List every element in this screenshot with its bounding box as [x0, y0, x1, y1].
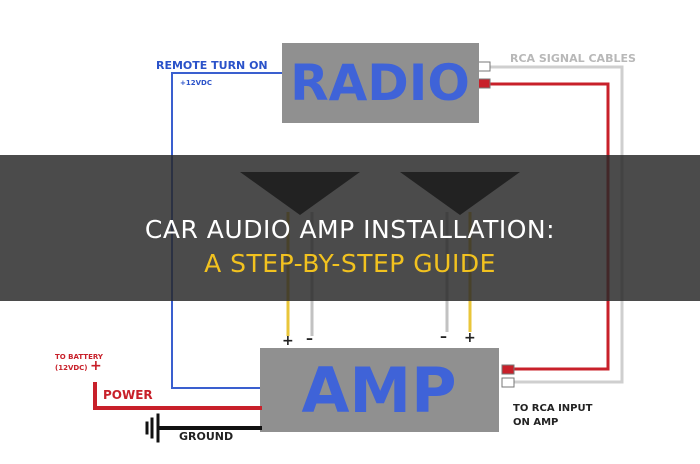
power-wire	[93, 382, 262, 410]
battery-plus-sign: +	[90, 358, 102, 374]
remote-voltage-label: +12VDC	[180, 79, 212, 87]
rca-input-white	[501, 377, 515, 388]
rca-input-label-line2: ON AMP	[513, 417, 559, 428]
rca-input-label-line1: TO RCA INPUT	[513, 403, 593, 414]
ground-label: GROUND	[179, 430, 234, 443]
remote-turn-on-label: REMOTE TURN ON	[156, 59, 268, 72]
rca-plug-red	[477, 78, 491, 89]
power-label: POWER	[103, 388, 153, 402]
amp-label: AMP	[301, 354, 456, 427]
to-battery-label: TO BATTERY	[55, 353, 103, 361]
rca-signal-cables-label: RCA SIGNAL CABLES	[510, 52, 636, 65]
speaker-right-minus-sign: –	[440, 329, 447, 345]
banner-title-line2: A STEP-BY-STEP GUIDE	[204, 249, 496, 278]
radio-label: RADIO	[290, 54, 470, 112]
speaker-right-plus-sign: +	[464, 330, 476, 346]
radio-box	[282, 43, 479, 123]
banner-title-line1: CAR AUDIO AMP INSTALLATION:	[144, 215, 556, 244]
amp-box	[260, 348, 499, 432]
battery-voltage-label: (12VDC)	[55, 364, 88, 372]
rca-input-red	[501, 364, 515, 375]
speaker-left-plus-sign: +	[282, 333, 294, 349]
ground-symbol-icon	[145, 413, 160, 443]
speaker-left-minus-sign: –	[306, 331, 313, 347]
rca-plug-white	[477, 61, 491, 72]
title-banner	[0, 155, 700, 301]
